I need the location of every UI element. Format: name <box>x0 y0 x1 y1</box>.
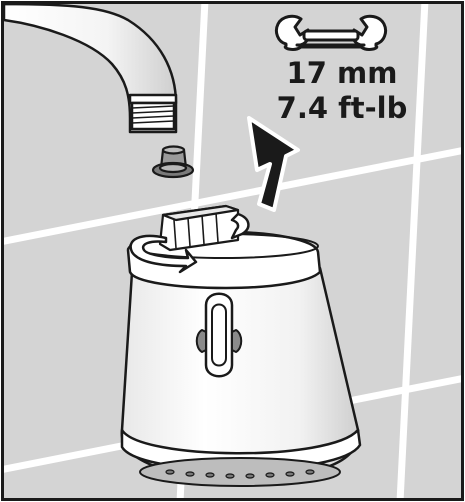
washer <box>151 145 195 179</box>
rotation-arrow-icon <box>129 212 250 274</box>
wrench-handle <box>302 29 360 42</box>
nut-ridges <box>173 212 219 249</box>
lever-pivot-left <box>195 329 207 353</box>
washer-stem-top <box>161 145 186 155</box>
nut-top <box>161 204 240 222</box>
up-arrow-icon <box>247 116 300 212</box>
selector-lever <box>211 303 227 367</box>
rotation-arrow-left <box>129 234 198 274</box>
rotation-arrow-right <box>230 212 250 240</box>
grout-line <box>4 147 461 245</box>
wrench-size-label: 17 mm <box>287 56 398 90</box>
connector-nut <box>158 204 240 252</box>
spray-face <box>139 457 341 487</box>
wrench-icon <box>274 14 388 51</box>
grout-line <box>396 4 429 498</box>
torque-label: 7.4 ft-lb <box>277 91 408 125</box>
spray-nozzles <box>165 469 315 479</box>
shower-arm <box>2 2 178 134</box>
washer-inner <box>158 162 188 174</box>
up-arrow-shape <box>247 116 300 212</box>
lever-pivot-right <box>231 329 243 353</box>
thread-lines <box>131 105 175 124</box>
